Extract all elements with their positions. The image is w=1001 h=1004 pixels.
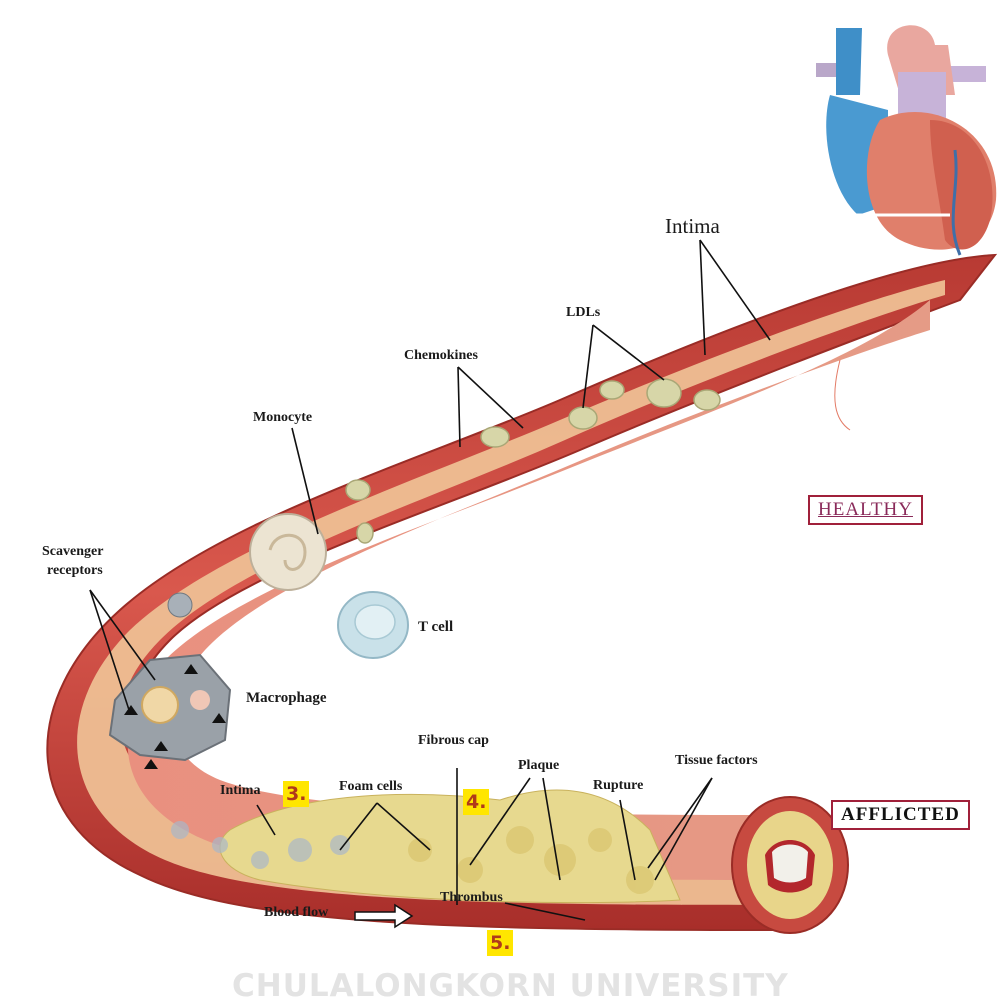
marker-4: 4. xyxy=(463,789,489,815)
macrophage-label: Macrophage xyxy=(246,690,327,707)
marker-5: 5. xyxy=(487,930,513,956)
t-cell-label: T cell xyxy=(418,619,453,636)
rupture-label: Rupture xyxy=(593,778,643,794)
t-cell xyxy=(338,592,408,658)
ldls-label: LDLs xyxy=(566,305,600,321)
blood-flow-label: Blood flow xyxy=(264,905,328,921)
monocyte-cell xyxy=(250,514,326,590)
foam-cells-label: Foam cells xyxy=(339,779,402,795)
intima-bottom-label: Intima xyxy=(220,783,260,799)
receptors-label: receptors xyxy=(47,563,103,579)
watermark: CHULALONGKORN UNIVERSITY xyxy=(232,968,789,1004)
thrombus-label: Thrombus xyxy=(440,890,503,906)
fibrous-cap-label: Fibrous cap xyxy=(418,733,489,749)
healthy-label: HEALTHY xyxy=(808,495,923,525)
chemokines-label: Chemokines xyxy=(404,348,478,364)
intima-top-label: Intima xyxy=(665,214,720,239)
scavenger-label: Scavenger xyxy=(42,544,103,560)
tissue-factors-label: Tissue factors xyxy=(675,753,758,769)
afflicted-label: AFFLICTED xyxy=(831,800,970,830)
marker-3: 3. xyxy=(283,781,309,807)
plaque-label: Plaque xyxy=(518,758,559,774)
monocyte-label: Monocyte xyxy=(253,410,312,426)
heart-illustration xyxy=(816,25,996,255)
